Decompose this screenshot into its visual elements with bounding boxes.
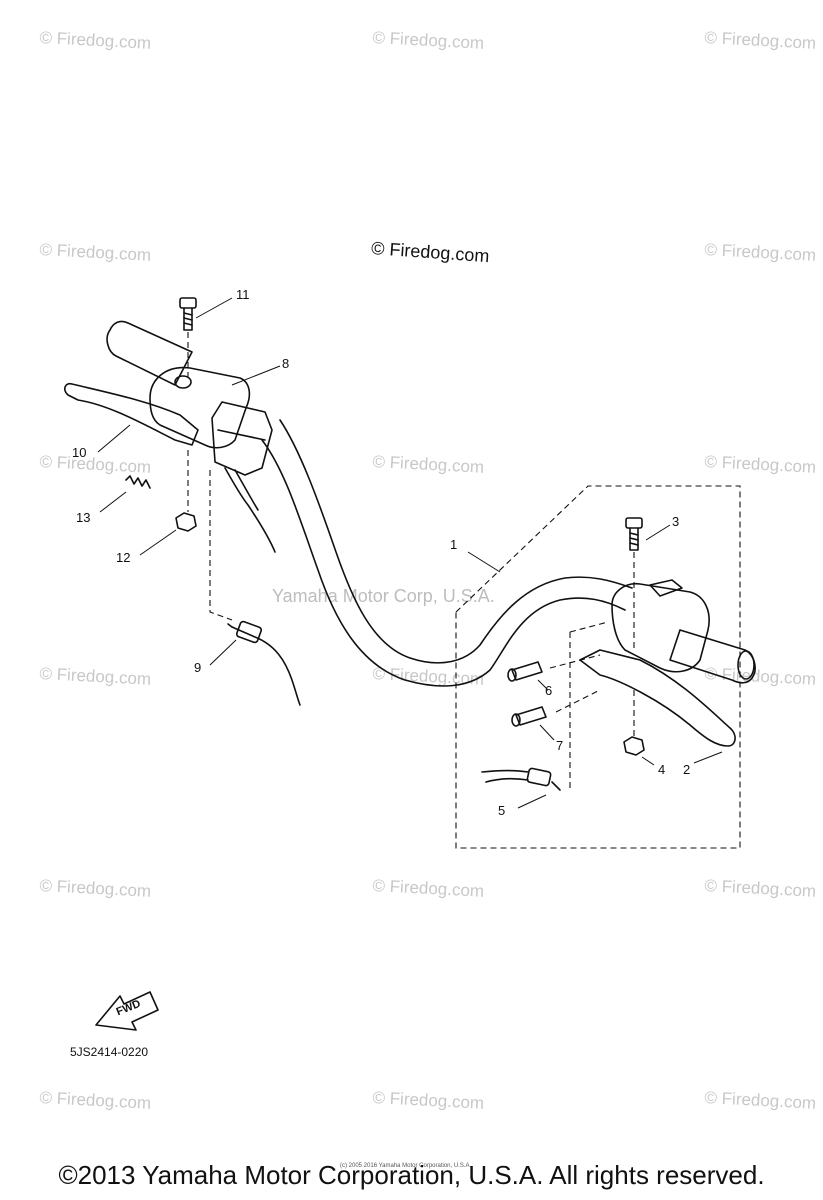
nut-12 xyxy=(175,512,197,532)
yamaha-watermark: Yamaha Motor Corp, U.S.A. xyxy=(272,586,495,606)
footer-micro-text: (c) 2005 2016 Yamaha Motor Corporation, … xyxy=(340,1163,472,1169)
fwd-arrow xyxy=(95,991,159,1031)
callout-9: 9 xyxy=(194,660,202,675)
callout-10: 10 xyxy=(72,445,87,460)
callout-8: 8 xyxy=(282,356,290,371)
left-grip xyxy=(106,320,193,386)
callout-5: 5 xyxy=(498,803,506,818)
assembly-1-box xyxy=(455,485,741,849)
callout-2: 2 xyxy=(683,762,691,777)
callout-6: 6 xyxy=(545,683,553,698)
callout-12: 12 xyxy=(116,550,131,565)
callout-4: 4 xyxy=(658,762,666,777)
right-lever xyxy=(579,649,736,747)
cable-5 xyxy=(481,769,529,773)
bolt-11 xyxy=(179,297,197,309)
callout-11: 11 xyxy=(236,287,250,302)
bolt-3 xyxy=(625,517,643,529)
right-grip xyxy=(669,629,756,684)
nut-4 xyxy=(623,736,645,756)
callout-7: 7 xyxy=(556,738,564,753)
screw-7 xyxy=(515,706,547,726)
left-lever xyxy=(63,382,199,446)
handlebar xyxy=(261,439,626,687)
callout-1: 1 xyxy=(450,537,458,552)
diagram-part-number: 5JS2414-0220 xyxy=(70,1045,149,1059)
cable-9 xyxy=(231,626,301,706)
copyright-footer: ©2013 Yamaha Motor Corporation, U.S.A. A… xyxy=(58,1160,765,1190)
spring-13 xyxy=(125,475,151,489)
master-cylinder xyxy=(211,401,273,476)
callout-3: 3 xyxy=(672,514,680,529)
callout-13: 13 xyxy=(76,510,91,525)
right-perch xyxy=(611,582,710,673)
screw-6 xyxy=(511,661,543,681)
